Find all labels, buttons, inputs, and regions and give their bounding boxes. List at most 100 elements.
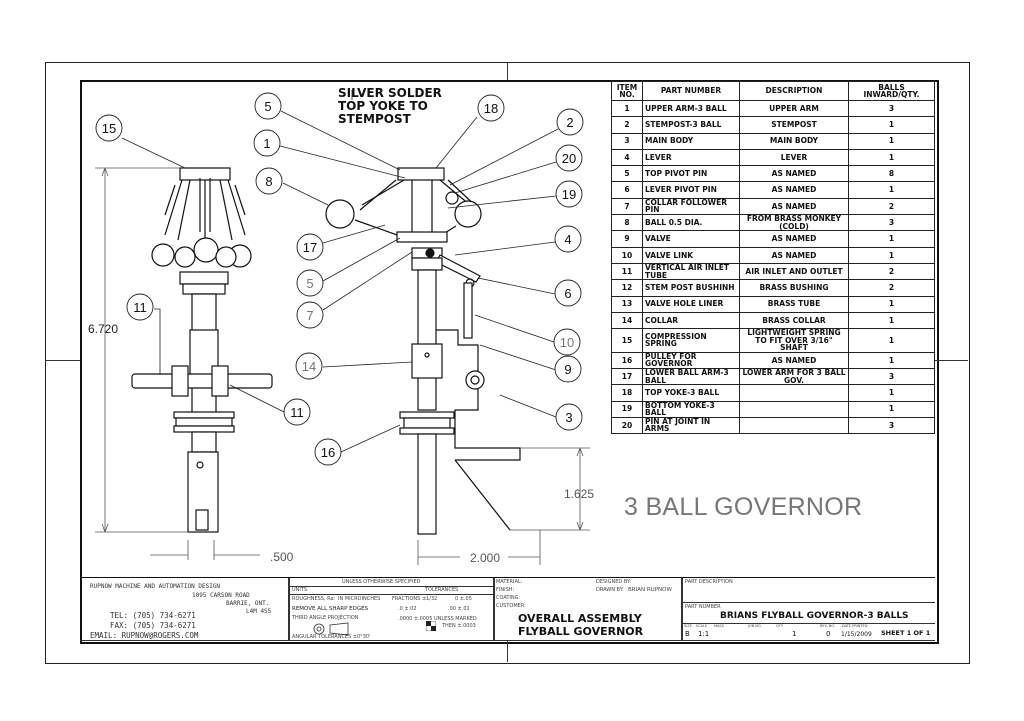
svg-text:11: 11: [133, 300, 147, 315]
bom-item-no: 6: [611, 181, 643, 199]
bom-description: BRASS BUSHING: [739, 279, 849, 297]
bom-item-no: 3: [611, 132, 643, 150]
bom-description: FROM BRASS MONKEY (COLD): [739, 214, 849, 232]
company-tel: TEL: (705) 734-6271: [110, 611, 196, 620]
balloon-5-lower: 5: [296, 269, 324, 297]
tol-b: .00 ±.01: [448, 606, 470, 612]
designer-name: BRIAN RUPNOW: [628, 587, 672, 593]
checker-icon: [426, 621, 436, 631]
third-angle-label: THIRD ANGLE PROJECTION: [292, 615, 359, 621]
balloon-2: 2: [556, 108, 584, 136]
svg-text:17: 17: [303, 240, 317, 255]
drawing-name-line1: OVERALL ASSEMBLY: [518, 612, 642, 625]
balloon-20: 20: [555, 144, 583, 172]
bom-part-number: VALVE: [642, 230, 740, 248]
bom-description: MAIN BODY: [739, 132, 849, 150]
bom-description: LIGHTWEIGHT SPRING TO FIT OVER 3/16" SHA…: [739, 328, 849, 353]
bom-qty: 1: [848, 351, 935, 369]
bill-of-materials: ITEM NO. PART NUMBER DESCRIPTION BALLS I…: [611, 81, 935, 435]
bom-part-number: MAIN BODY: [642, 132, 740, 150]
front-view-left: [131, 167, 273, 533]
zone-tick: [935, 360, 968, 361]
bom-part-number: BOTTOM YOKE-3 BALL: [642, 400, 740, 418]
bom-item-no: 5: [611, 165, 643, 183]
svg-text:15: 15: [102, 121, 116, 136]
customer-label: CUSTOMER:: [496, 603, 526, 609]
svg-text:2: 2: [566, 115, 573, 130]
bom-description: UPPER ARM: [739, 99, 849, 118]
bom-qty: 1: [848, 400, 935, 418]
balloon-9: 9: [554, 355, 582, 383]
svg-text:5: 5: [306, 276, 313, 291]
svg-text:4: 4: [564, 232, 571, 247]
svg-text:5: 5: [264, 99, 271, 114]
drawing-title: 3 BALL GOVERNOR: [624, 493, 863, 521]
bom-description: STEMPOST: [739, 116, 849, 134]
bom-part-number: LOWER BALL ARM-3 BALL: [642, 367, 740, 386]
tol-e: THEN ±.0003: [442, 623, 476, 629]
bom-qty: 1: [848, 384, 935, 402]
fractions-tol: FRACTIONS ±1/32: [392, 596, 438, 602]
balloon-19: 19: [555, 180, 583, 208]
svg-text:19: 19: [562, 187, 576, 202]
bom-part-number: UPPER ARM-3 BALL: [642, 99, 740, 118]
bom-qty: 3: [848, 214, 935, 232]
bom-description: AS NAMED: [739, 246, 849, 264]
drawing-name-line2: FLYBALL GOVERNOR: [518, 625, 644, 638]
company-email: EMAIL: RUPNOW@ROGERS.COM: [90, 631, 199, 640]
zone-tick: [45, 360, 80, 361]
title-block: RUPNOW MACHINE AND AUTOMATION DESIGN 109…: [80, 577, 935, 641]
zone-tick: [507, 640, 508, 662]
bom-qty: 3: [848, 367, 935, 386]
tolerance-cell: [289, 578, 494, 641]
balloon-10: 10: [553, 328, 581, 356]
bom-qty: 1: [848, 181, 935, 199]
dimension-lines: [95, 167, 590, 565]
bom-header-item: ITEM NO.: [611, 81, 643, 101]
balloon-3: 3: [555, 403, 583, 431]
svg-text:3: 3: [565, 410, 572, 425]
svg-text:18: 18: [484, 101, 498, 116]
dim-width-left: .500: [270, 550, 294, 564]
bom-item-no: 7: [611, 197, 643, 216]
bom-description: AS NAMED: [739, 230, 849, 248]
bom-part-number: BALL 0.5 DIA.: [642, 214, 740, 232]
drawn-by-label: DRAWN BY:: [596, 587, 624, 593]
bom-qty: 3: [848, 99, 935, 118]
part-description-label: PART DESCRIPTION: [685, 579, 733, 585]
part-number-label: PART NUMBER: [685, 604, 721, 610]
balloon-6: 6: [554, 279, 582, 307]
third-angle-projection-icon: [313, 622, 349, 636]
bom-header-row: ITEM NO. PART NUMBER DESCRIPTION BALLS I…: [611, 81, 935, 101]
company-postal: L4M 4S5: [246, 608, 272, 615]
bom-header-desc: DESCRIPTION: [739, 81, 849, 101]
bom-item-no: 9: [611, 230, 643, 248]
bom-part-number: VALVE HOLE LINER: [642, 295, 740, 313]
scale-label: SCALE: [696, 624, 708, 628]
bom-description: [739, 400, 849, 418]
bom-item-no: 1: [611, 99, 643, 118]
company-fax: FAX: (705) 734-6271: [110, 621, 196, 630]
svg-text:7: 7: [306, 308, 313, 323]
bom-qty: 1: [848, 295, 935, 313]
balloon-5: 5: [254, 92, 282, 120]
svg-text:20: 20: [562, 151, 576, 166]
side-view-right: [325, 167, 521, 535]
bom-qty: 8: [848, 165, 935, 183]
size-value: B: [685, 630, 690, 638]
material-label: MATERIAL:: [496, 579, 523, 585]
divider: [289, 586, 494, 587]
roughness-label: ROUGHNESS, Ra:: [292, 596, 336, 602]
bom-part-number: COLLAR: [642, 311, 740, 330]
